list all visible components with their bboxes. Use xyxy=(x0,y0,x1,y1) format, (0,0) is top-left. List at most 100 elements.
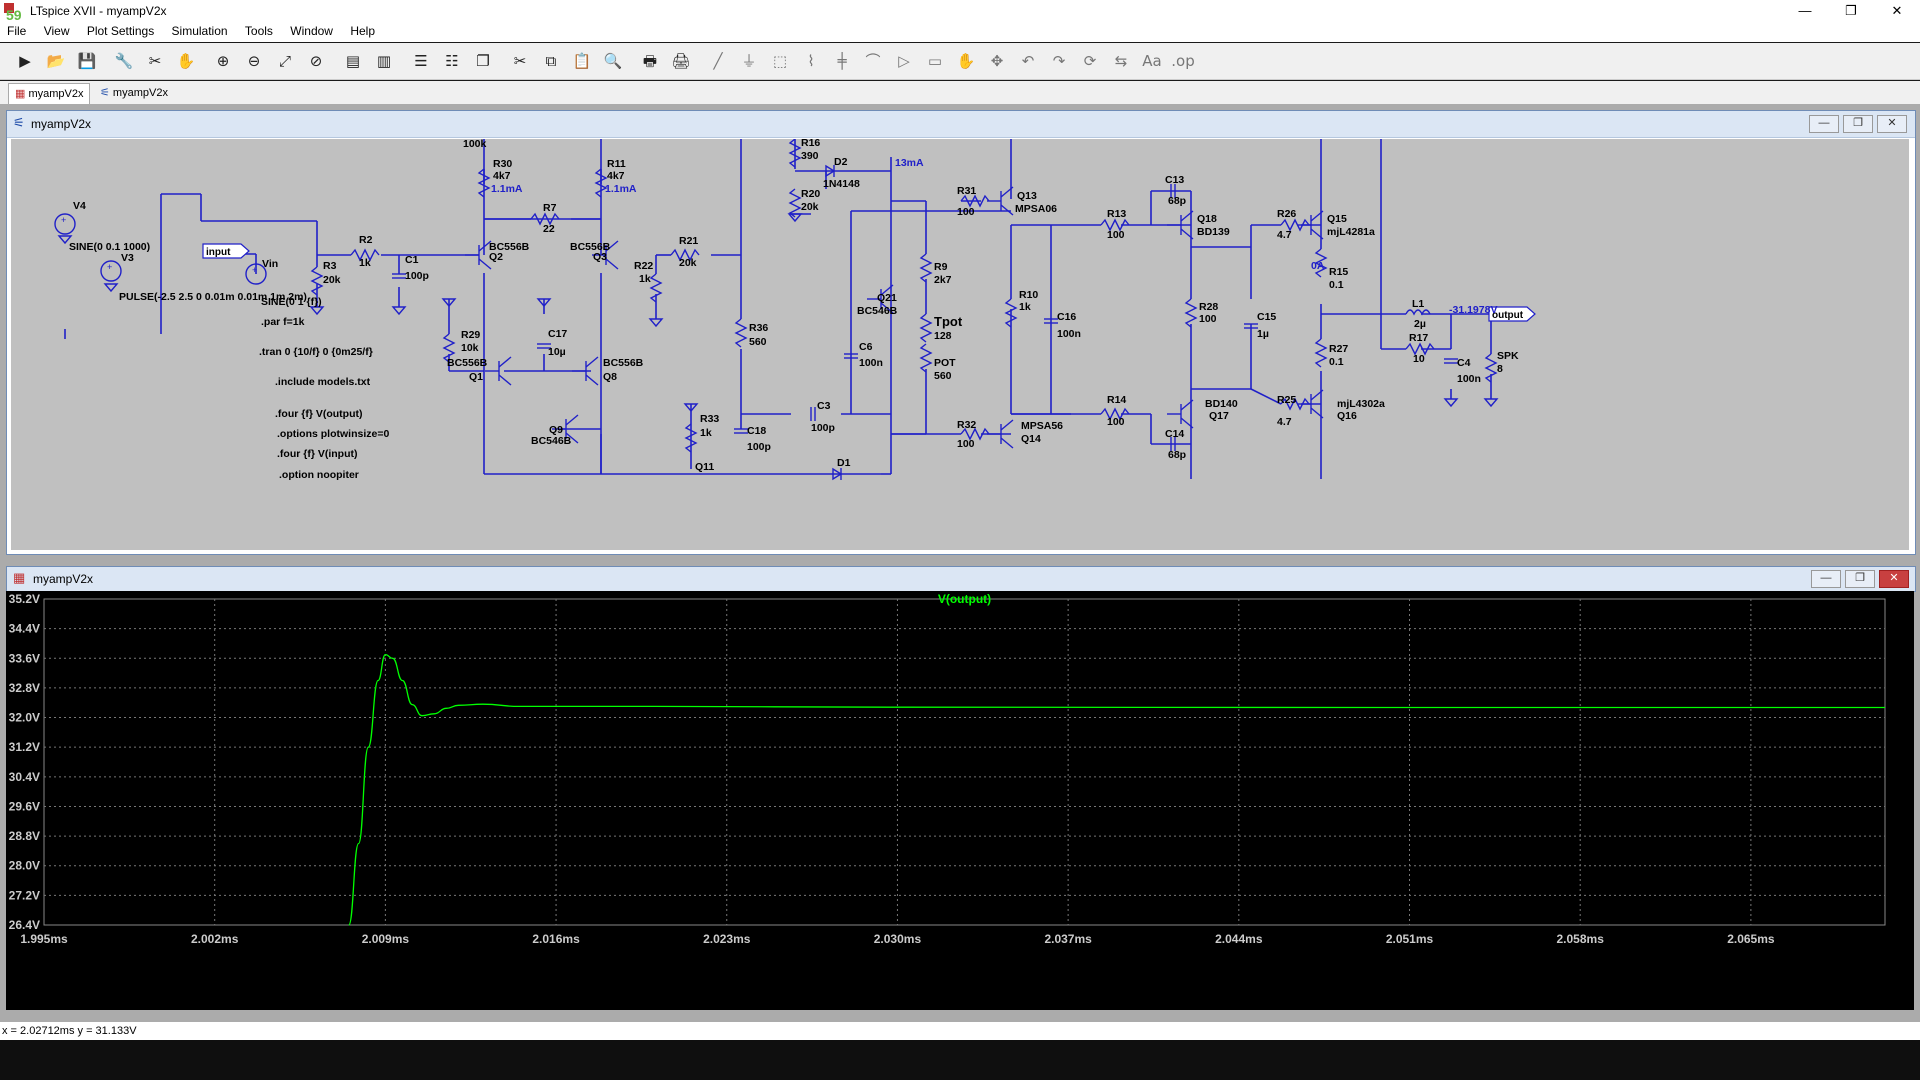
r31-resistor[interactable] xyxy=(960,194,990,208)
r13-resistor[interactable] xyxy=(1100,218,1130,232)
q8-transistor[interactable] xyxy=(572,356,599,386)
q16-transistor[interactable] xyxy=(1297,389,1324,419)
c16-capacitor[interactable] xyxy=(1044,318,1058,324)
wire-icon[interactable]: ╱ xyxy=(713,52,723,70)
menu-view[interactable]: View xyxy=(43,24,70,38)
q18-transistor[interactable] xyxy=(1167,210,1194,240)
r2-resistor[interactable] xyxy=(350,248,380,262)
d2-diode[interactable] xyxy=(825,164,836,178)
spice-directive-icon[interactable]: .op xyxy=(1171,52,1195,70)
trace-label[interactable]: V(output) xyxy=(938,592,991,606)
cut-icon[interactable]: ✂ xyxy=(513,52,527,70)
redo-icon[interactable]: ↷ xyxy=(1052,52,1066,70)
diode-icon[interactable]: ▷ xyxy=(898,52,910,70)
q15-transistor[interactable] xyxy=(1297,210,1324,240)
menu-file[interactable]: File xyxy=(7,24,27,38)
control-panel-icon[interactable]: 🔧 xyxy=(114,52,134,70)
r15-resistor[interactable] xyxy=(1314,248,1328,278)
pan-hand-icon[interactable]: ✋ xyxy=(176,52,196,70)
run-icon[interactable]: ▶ xyxy=(19,52,31,70)
l1-inductor[interactable] xyxy=(1405,309,1431,316)
menu-window[interactable]: Window xyxy=(290,24,333,38)
find-icon[interactable]: 🔍 xyxy=(603,52,623,70)
tile-vertical-icon[interactable]: ☷ xyxy=(445,52,459,70)
waveform-minimize-button[interactable]: — xyxy=(1811,570,1841,588)
c18-capacitor[interactable] xyxy=(734,428,748,434)
r26-resistor[interactable] xyxy=(1280,218,1310,232)
waveform-maximize-button[interactable]: ❐ xyxy=(1845,570,1875,588)
zoom-cancel-icon[interactable]: ⊘ xyxy=(309,52,323,70)
c15-capacitor[interactable] xyxy=(1244,323,1258,329)
spk-resistor[interactable] xyxy=(1484,353,1498,383)
q9-transistor[interactable] xyxy=(552,414,579,444)
open-icon[interactable]: 📂 xyxy=(46,52,66,70)
resistor-icon[interactable]: ⌇ xyxy=(807,52,815,70)
r7-resistor[interactable] xyxy=(530,212,560,226)
menu-plot-settings[interactable]: Plot Settings xyxy=(86,24,155,38)
r20-resistor[interactable] xyxy=(788,188,802,218)
input-net-flag[interactable]: input xyxy=(202,243,250,259)
component-icon[interactable]: ▭ xyxy=(927,52,943,70)
output-net-flag[interactable]: output xyxy=(1488,306,1536,322)
d1-diode[interactable] xyxy=(832,467,843,481)
tpot-resistor[interactable] xyxy=(919,313,933,343)
tab-waveform[interactable]: ▦ myampV2x xyxy=(8,83,91,104)
v4-source[interactable]: + xyxy=(54,213,76,235)
capacitor-icon[interactable]: ╪ xyxy=(837,52,847,70)
schematic-maximize-button[interactable]: ❐ xyxy=(1843,115,1873,133)
undo-icon[interactable]: ↶ xyxy=(1021,52,1035,70)
r25-resistor[interactable] xyxy=(1280,397,1310,411)
label-icon[interactable]: ⬚ xyxy=(772,52,788,70)
r28-resistor[interactable] xyxy=(1184,298,1198,328)
tab-schematic[interactable]: ⚟ myampV2x xyxy=(94,83,174,103)
marker-icon[interactable]: ▥ xyxy=(376,52,392,70)
schematic-close-button[interactable]: ✕ xyxy=(1877,115,1907,133)
v3-source[interactable]: + xyxy=(100,260,122,282)
r10-resistor[interactable] xyxy=(1004,298,1018,328)
q2-transistor[interactable] xyxy=(465,240,492,270)
ground-icon[interactable]: ⏚ xyxy=(741,52,757,70)
autorange-icon[interactable]: ▤ xyxy=(345,52,361,70)
q17-transistor[interactable] xyxy=(1167,399,1194,429)
q21-transistor[interactable] xyxy=(867,284,894,314)
halt-icon[interactable]: ✂ xyxy=(148,52,162,70)
zoom-out-icon[interactable]: ⊖ xyxy=(247,52,261,70)
print-setup-icon[interactable]: 🖨 xyxy=(671,52,691,70)
r21-resistor[interactable] xyxy=(670,248,700,262)
r3-resistor[interactable] xyxy=(310,266,324,296)
q3-transistor[interactable] xyxy=(592,240,619,270)
copy-icon[interactable]: ⧉ xyxy=(545,52,557,70)
r29-resistor[interactable] xyxy=(442,333,456,363)
c4-capacitor[interactable] xyxy=(1444,358,1458,364)
maximize-button[interactable]: ❐ xyxy=(1845,3,1857,18)
menu-help[interactable]: Help xyxy=(350,24,375,38)
tile-horizontal-icon[interactable]: ☰ xyxy=(414,52,428,70)
inductor-icon[interactable]: ⌒ xyxy=(865,52,881,70)
c14-capacitor[interactable] xyxy=(1170,437,1176,451)
cascade-icon[interactable]: ❐ xyxy=(476,52,490,70)
r11-resistor[interactable] xyxy=(594,168,608,198)
trace-v-output[interactable] xyxy=(348,653,1885,926)
c6-capacitor[interactable] xyxy=(844,353,858,359)
print-icon[interactable]: 🖶 xyxy=(642,52,658,70)
menu-simulation[interactable]: Simulation xyxy=(171,24,228,38)
drag-icon[interactable]: ✋ xyxy=(956,52,976,70)
r16-resistor[interactable] xyxy=(788,138,802,168)
r14-resistor[interactable] xyxy=(1100,407,1130,421)
vin-source[interactable]: + xyxy=(245,263,267,285)
paste-icon[interactable]: 📋 xyxy=(572,52,592,70)
waveform-close-button[interactable]: ✕ xyxy=(1879,570,1909,588)
r36-resistor[interactable] xyxy=(734,318,748,348)
r17-resistor[interactable] xyxy=(1405,342,1435,356)
c13-capacitor[interactable] xyxy=(1170,184,1176,198)
mirror-icon[interactable]: ⇆ xyxy=(1114,52,1128,70)
pot-resistor[interactable] xyxy=(919,343,933,373)
q14-transistor[interactable] xyxy=(987,419,1014,449)
q13-transistor[interactable] xyxy=(987,186,1014,216)
r33-resistor[interactable] xyxy=(684,423,698,453)
close-button[interactable]: ✕ xyxy=(1891,3,1903,18)
move-icon[interactable]: ✥ xyxy=(990,52,1004,70)
c17-capacitor[interactable] xyxy=(537,343,551,349)
